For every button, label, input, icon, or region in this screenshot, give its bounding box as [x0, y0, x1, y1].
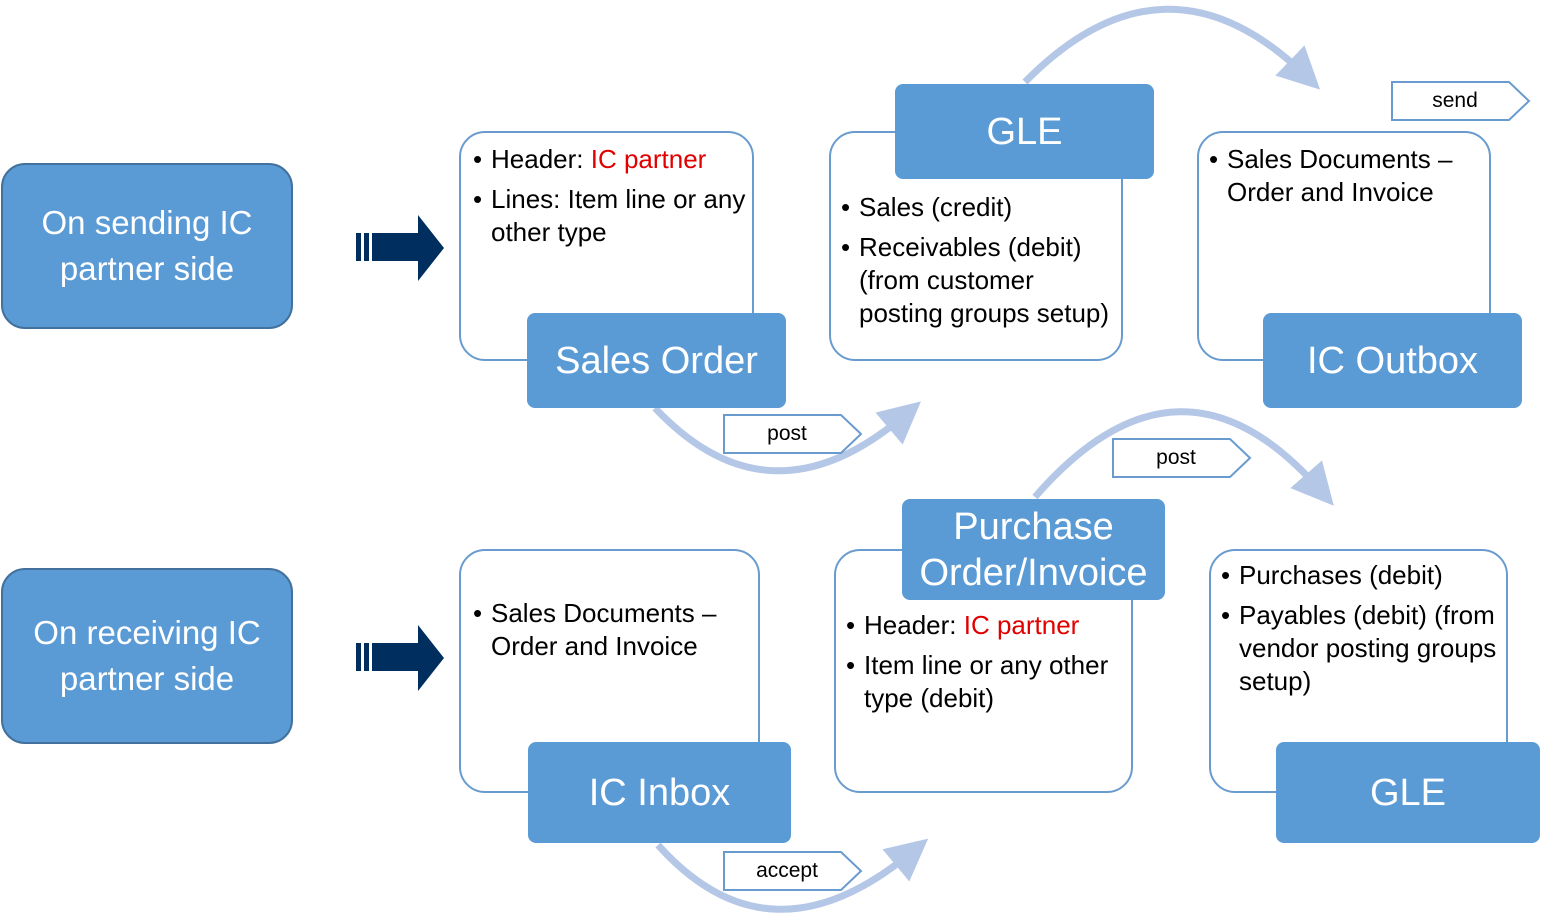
ic-partner-highlight: IC partner	[963, 610, 1080, 640]
right-block-arrow-icon	[356, 625, 444, 691]
receiving-side-label: On receiving IC partner side	[1, 568, 293, 744]
post-action-tag[interactable]: post	[723, 414, 863, 454]
list-item: Lines: Item line or any other type	[473, 183, 748, 249]
send-action-tag[interactable]: send	[1391, 81, 1531, 121]
sending-side-text: On sending IC partner side	[41, 204, 253, 287]
list-item: Header: IC partner	[846, 609, 1126, 642]
purchase-order-items: Header: IC partner Item line or any othe…	[846, 609, 1126, 722]
post-receiving-action-tag[interactable]: post	[1112, 438, 1252, 478]
arc-sales-order-to-gle	[652, 401, 921, 475]
gle-sending-node[interactable]: GLE	[895, 84, 1154, 179]
list-item: Payables (debit) (from vendor posting gr…	[1221, 599, 1505, 698]
sales-order-card: Header: IC partner Lines: Item line or a…	[459, 131, 754, 361]
gle-sending-items: Sales (credit) Receivables (debit) (from…	[841, 191, 1119, 337]
arc-gle-to-ic-outbox	[1022, 5, 1321, 90]
list-item: Receivables (debit) (from customer posti…	[841, 231, 1119, 330]
ic-inbox-node[interactable]: IC Inbox	[528, 742, 791, 843]
gle-receiving-node[interactable]: GLE	[1276, 742, 1540, 843]
ic-outbox-node[interactable]: IC Outbox	[1263, 313, 1522, 408]
list-item: Sales Documents – Order and Invoice	[1209, 143, 1485, 209]
sending-side-label: On sending IC partner side	[1, 163, 293, 329]
arc-purchase-order-to-gle	[1032, 408, 1334, 506]
pentagon-arrow-icon	[723, 414, 863, 454]
pentagon-arrow-icon	[723, 851, 863, 891]
accept-action-tag[interactable]: accept	[723, 851, 863, 891]
ic-inbox-items: Sales Documents – Order and Invoice	[473, 597, 753, 670]
list-item: Sales (credit)	[841, 191, 1119, 224]
pentagon-arrow-icon	[1391, 81, 1531, 121]
list-item: Item line or any other type (debit)	[846, 649, 1126, 715]
ic-partner-highlight: IC partner	[590, 144, 707, 174]
list-item: Header: IC partner	[473, 143, 748, 176]
list-item: Purchases (debit)	[1221, 559, 1505, 592]
right-block-arrow-icon	[356, 215, 444, 281]
sales-order-node[interactable]: Sales Order	[527, 313, 786, 408]
pentagon-arrow-icon	[1112, 438, 1252, 478]
list-item: Sales Documents – Order and Invoice	[473, 597, 753, 663]
purchase-order-node[interactable]: Purchase Order/Invoice	[902, 499, 1165, 600]
receiving-side-text: On receiving IC partner side	[33, 614, 261, 697]
arc-ic-inbox-to-purchase-order	[655, 838, 929, 913]
gle-receiving-items: Purchases (debit) Payables (debit) (from…	[1221, 559, 1505, 705]
sales-order-items: Header: IC partner Lines: Item line or a…	[473, 143, 748, 256]
ic-outbox-items: Sales Documents – Order and Invoice	[1209, 143, 1485, 216]
